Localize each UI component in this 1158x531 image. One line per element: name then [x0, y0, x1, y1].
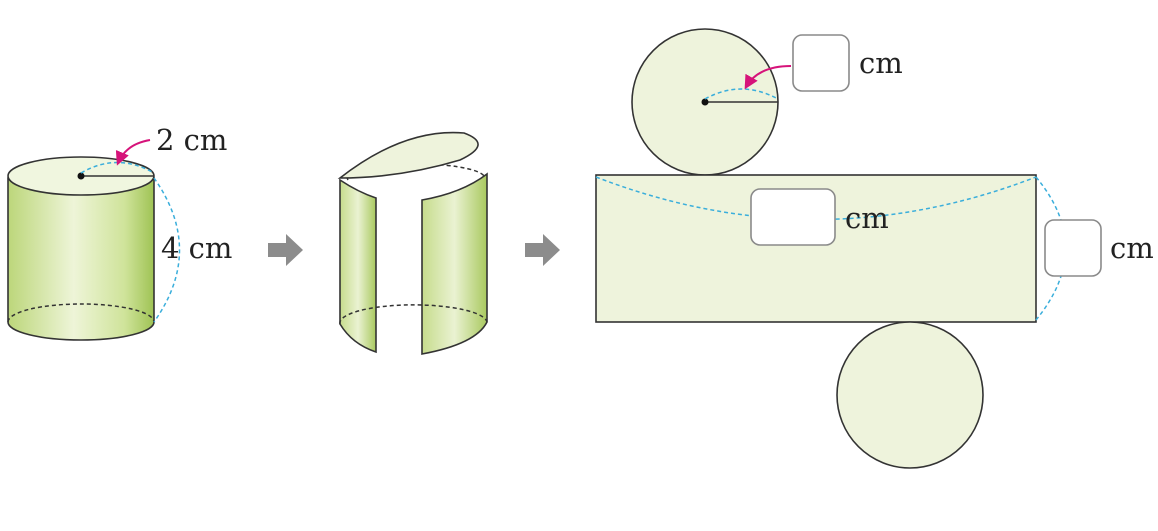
lifted-lid	[337, 131, 479, 179]
net-top-center-dot	[701, 98, 709, 106]
net-radius-unit-label: cm	[859, 46, 903, 80]
shell-right-panel	[421, 172, 488, 355]
opening-cylinder	[337, 131, 488, 355]
net-radius-pointer-arrow	[744, 65, 792, 90]
cylinder-bottom-hidden-edge	[7, 303, 155, 323]
shell-left-panel	[339, 178, 377, 354]
cylinder-body	[7, 177, 155, 341]
height-measure-arc	[153, 177, 181, 323]
net-height-answer-box[interactable]	[1044, 219, 1102, 277]
radius-pointer-arrow	[115, 139, 151, 166]
net-width-answer-box[interactable]	[750, 188, 836, 246]
next-step-arrow-icon	[268, 234, 303, 266]
closed-cylinder: 2 cm 4 cm	[7, 123, 232, 341]
next-step-arrow-icon-2	[525, 234, 560, 266]
net-height-unit-label: cm	[1110, 231, 1154, 265]
height-label: 4 cm	[161, 231, 232, 265]
net-radius-measure-arc	[704, 88, 779, 100]
net-radius-answer-box[interactable]	[792, 34, 850, 92]
cylinder-net: cm cm cm	[595, 28, 1154, 469]
radius-label: 2 cm	[156, 123, 227, 157]
net-width-unit-label: cm	[845, 201, 889, 235]
cylinder-center-dot	[77, 172, 85, 180]
net-bottom-circle	[836, 321, 984, 469]
shell-bottom-hidden-edge	[339, 304, 488, 325]
